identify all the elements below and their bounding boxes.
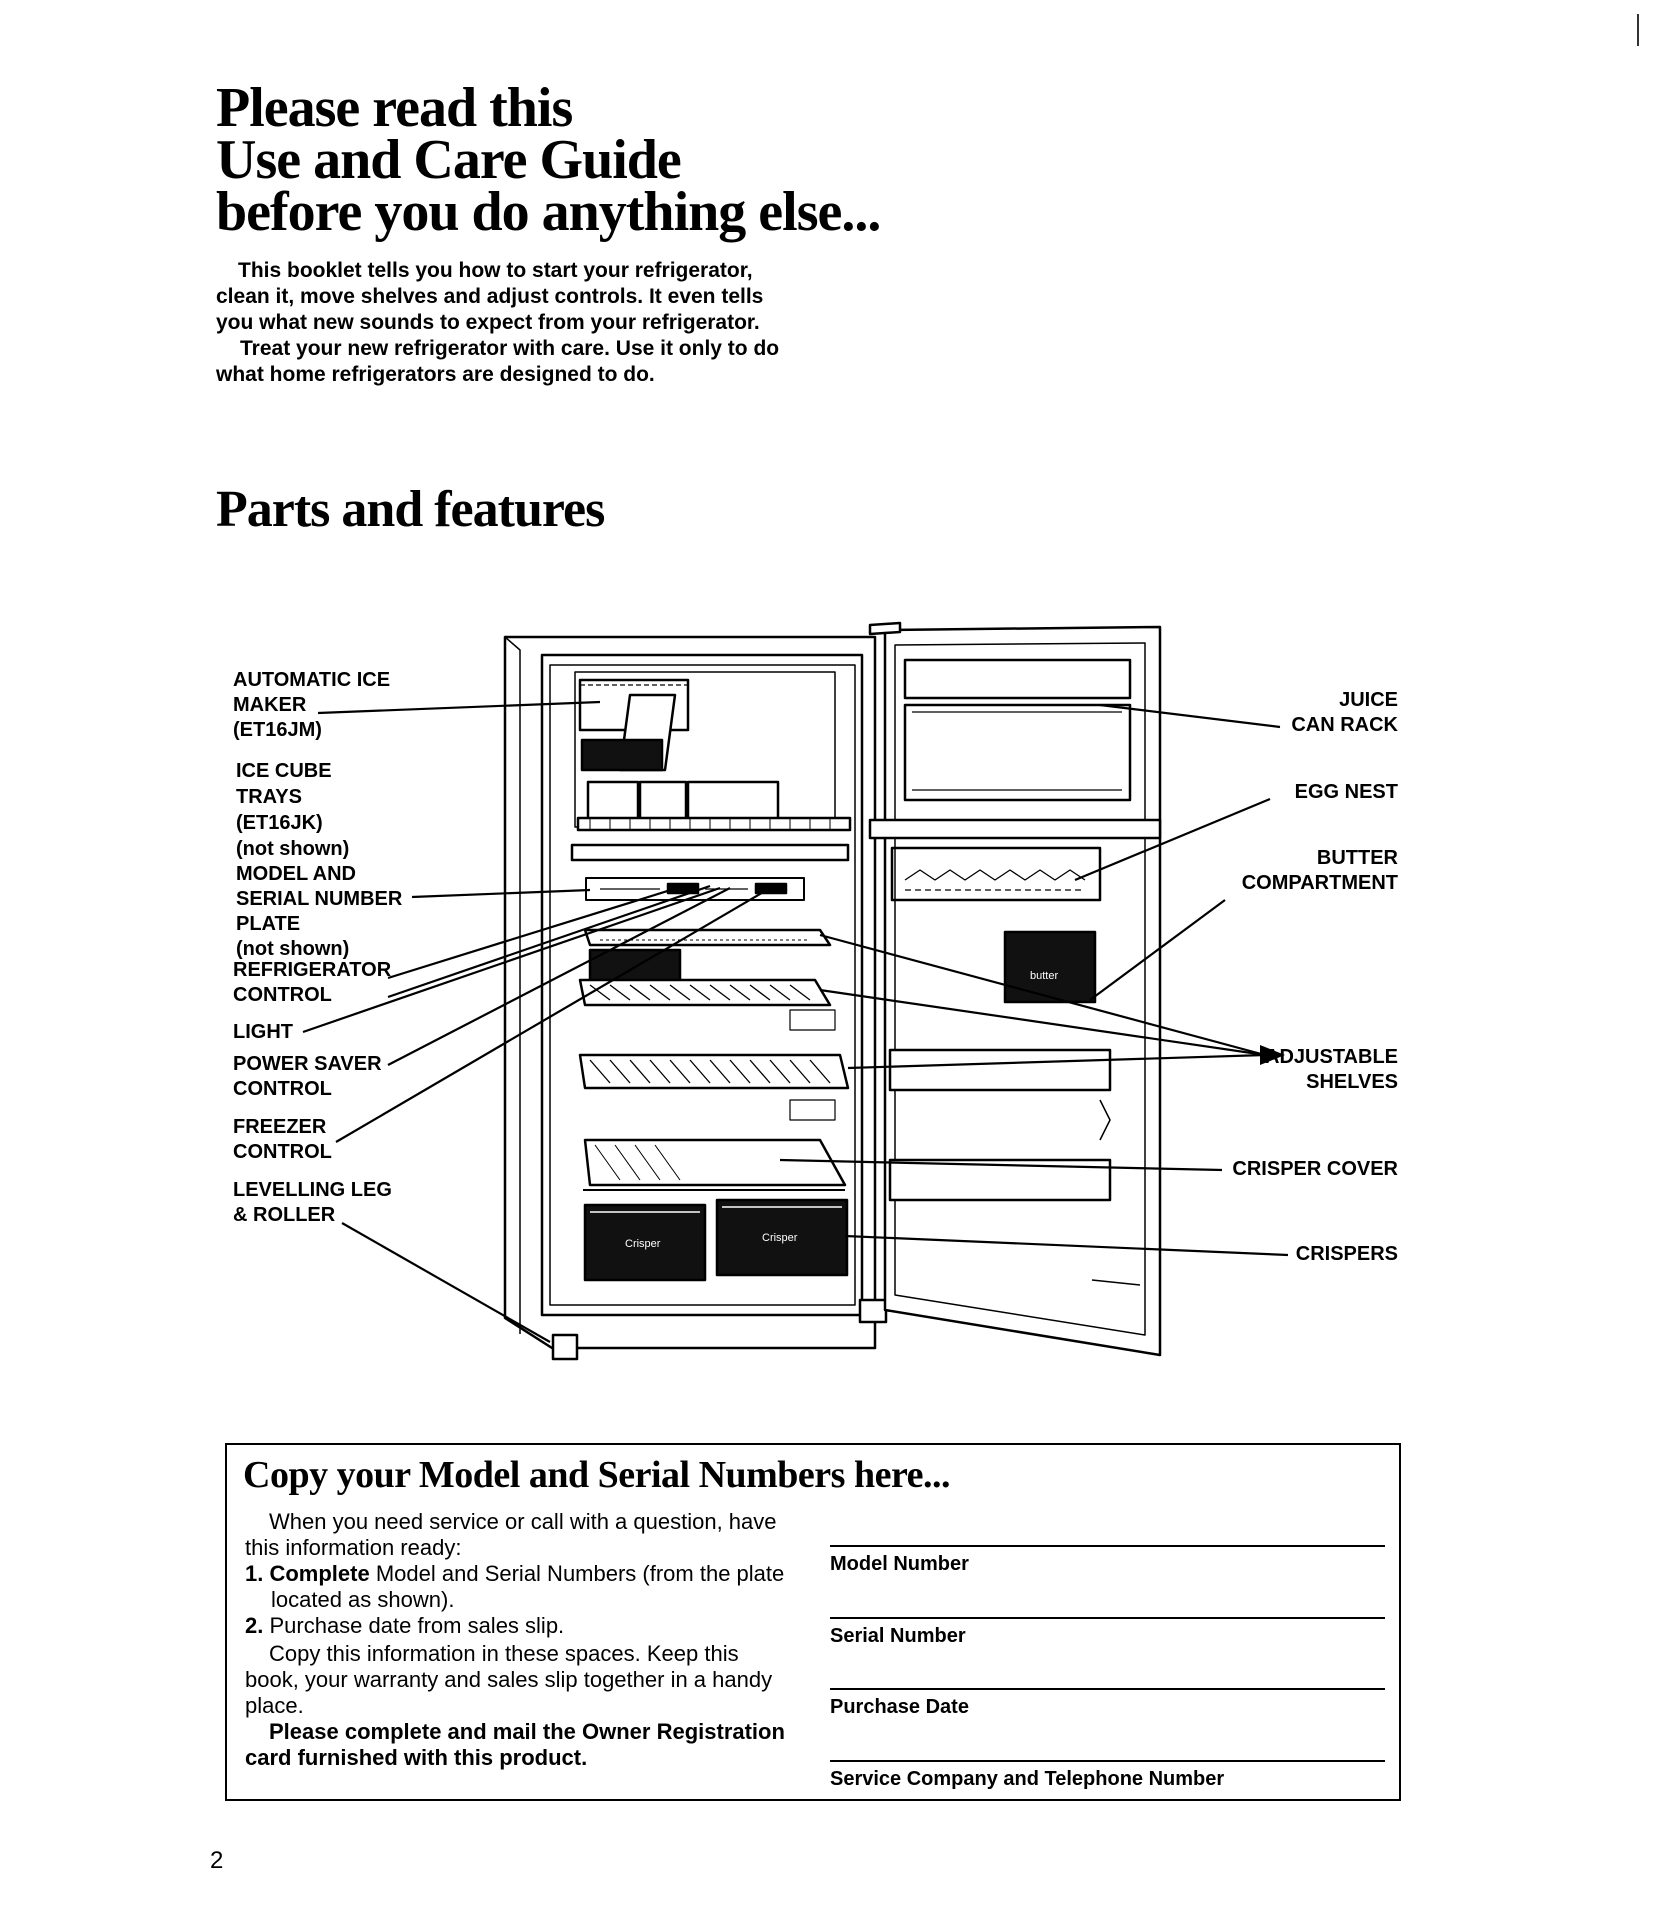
refrigerator-door	[868, 621, 1162, 1357]
intro-paragraph-2: Treat your new refrigerator with care. U…	[216, 337, 780, 386]
margin-mark	[1637, 14, 1639, 46]
callout-egg-nest: EGG NEST	[1294, 781, 1398, 803]
callout-light: LIGHT	[233, 1021, 293, 1043]
refrigerator-diagram: Crisper Crisper butter AUTOMATIC ICE MAK…	[0, 600, 1666, 1380]
callout-butter-compartment: BUTTER COMPARTMENT	[1241, 847, 1398, 894]
callout-levelling-leg: LEVELLING LEG & ROLLER	[233, 1179, 392, 1226]
service-company-line[interactable]	[830, 1760, 1385, 1762]
page-title: Please read this Use and Care Guide befo…	[216, 77, 881, 243]
intro-paragraph-1: This booklet tells you how to start your…	[216, 259, 764, 334]
title-line-2: Use and Care Guide	[216, 129, 682, 191]
page-number: 2	[210, 1847, 224, 1874]
callout-crisper-cover: CRISPER COVER	[1232, 1158, 1398, 1180]
serial-number-box: Copy your Model and Serial Numbers here.…	[225, 1443, 1401, 1801]
service-company-label: Service Company and Telephone Number	[830, 1768, 1225, 1790]
leader-arrows	[1260, 1045, 1285, 1065]
callout-ice-trays: ICE CUBE TRAYS (ET16JK) (not shown)	[236, 760, 350, 860]
butter-door-label: butter	[1030, 970, 1059, 982]
callout-crispers: CRISPERS	[1295, 1243, 1398, 1265]
serial-number-line[interactable]	[830, 1617, 1385, 1619]
callout-serial-plate: MODEL AND SERIAL NUMBER PLATE (not shown…	[236, 863, 403, 960]
serial-number-label: Serial Number	[830, 1625, 966, 1647]
crisper-left-label: Crisper	[625, 1238, 661, 1250]
refrigerator-shelves	[578, 928, 850, 1191]
parts-heading: Parts and features	[216, 481, 605, 538]
box-instructions: When you need service or call with a que…	[245, 1509, 793, 1771]
freezer-compartment	[574, 671, 852, 832]
crisper-drawers	[583, 1198, 849, 1282]
purchase-date-label: Purchase Date	[830, 1696, 969, 1718]
callout-juice-rack: JUICE CAN RACK	[1291, 689, 1398, 736]
crisper-right-label: Crisper	[762, 1232, 798, 1244]
callout-ice-maker: AUTOMATIC ICE MAKER (ET16JM)	[233, 669, 391, 741]
title-line-1: Please read this	[216, 77, 573, 139]
box-step-2: 2. Purchase date from sales slip.	[245, 1613, 565, 1638]
refrigerator-illustration	[302, 621, 1289, 1361]
box-heading: Copy your Model and Serial Numbers here.…	[243, 1454, 951, 1496]
callout-adjustable-shelves: ADJUSTABLE SHELVES	[1265, 1046, 1398, 1093]
box-intro: When you need service or call with a que…	[245, 1509, 777, 1560]
callout-freezer-control: FREEZER CONTROL	[233, 1116, 332, 1163]
box-mail-text: Please complete and mail the Owner Regis…	[245, 1719, 785, 1770]
box-copy-text: Copy this information in these spaces. K…	[245, 1641, 773, 1718]
callout-power-saver: POWER SAVER CONTROL	[233, 1053, 382, 1100]
callout-refrigerator-control: REFRIGERATOR CONTROL	[233, 959, 392, 1006]
box-step-1: 1. Complete Model and Serial Numbers (fr…	[245, 1561, 785, 1612]
model-number-label: Model Number	[830, 1553, 969, 1575]
model-number-line[interactable]	[830, 1545, 1385, 1547]
purchase-date-line[interactable]	[830, 1688, 1385, 1690]
leader-lines	[302, 700, 1289, 1343]
title-line-3: before you do anything else...	[216, 181, 881, 243]
intro-text: This booklet tells you how to start your…	[216, 258, 796, 388]
